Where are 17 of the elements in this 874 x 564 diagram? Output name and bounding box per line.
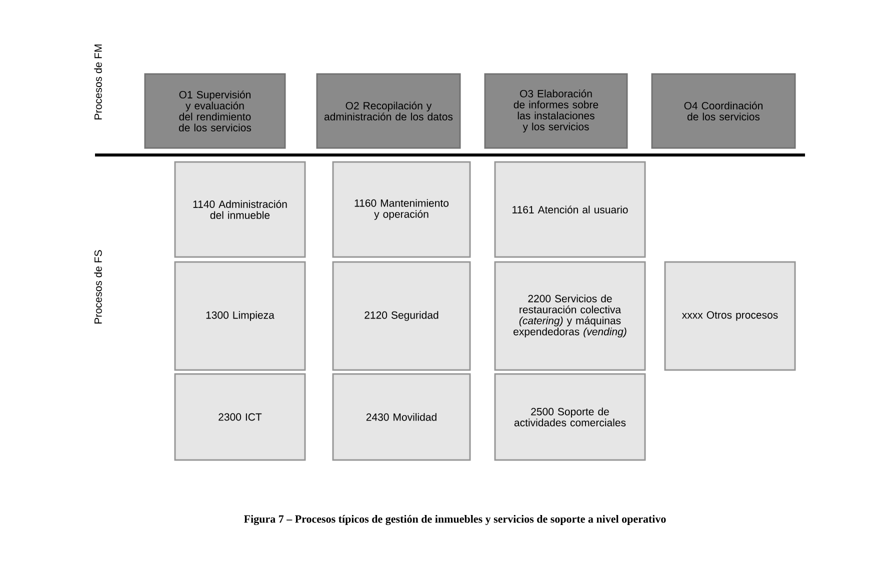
process-box: 1160 Mantenimiento y operación — [332, 161, 471, 258]
section-label: Procesos de FM — [94, 44, 102, 120]
process-box: O4 Coordinación de los servicios — [651, 73, 796, 149]
process-box: xxxx Otros procesos — [664, 261, 796, 371]
process-box: 2300 ICT — [174, 373, 306, 461]
process-box: 1140 Administración del inmueble — [174, 161, 306, 258]
process-box: 1161 Atención al usuario — [494, 161, 646, 258]
process-box: 2430 Movilidad — [332, 373, 471, 461]
section-label: Procesos de FS — [94, 250, 102, 324]
process-box: 2500 Soporte de actividades comerciales — [494, 373, 646, 461]
caption: Figura 7 – Procesos típicos de gestión de inmuebles y servicios de soporte a nivel operativo — [244, 514, 666, 526]
process-box: 2200 Servicios de restauración colectiva (catering) y máquinas expendedoras (vending) — [494, 261, 646, 371]
process-box: 2120 Seguridad — [332, 261, 471, 371]
process-box: O1 Supervisión y evaluación del rendimiento de los servicios — [144, 73, 286, 149]
process-box: O3 Elaboración de informes sobre las instalaciones y los servicios — [484, 73, 628, 149]
process-box: 1300 Limpieza — [174, 261, 306, 371]
process-box: O2 Recopilación y administración de los datos — [316, 73, 461, 149]
